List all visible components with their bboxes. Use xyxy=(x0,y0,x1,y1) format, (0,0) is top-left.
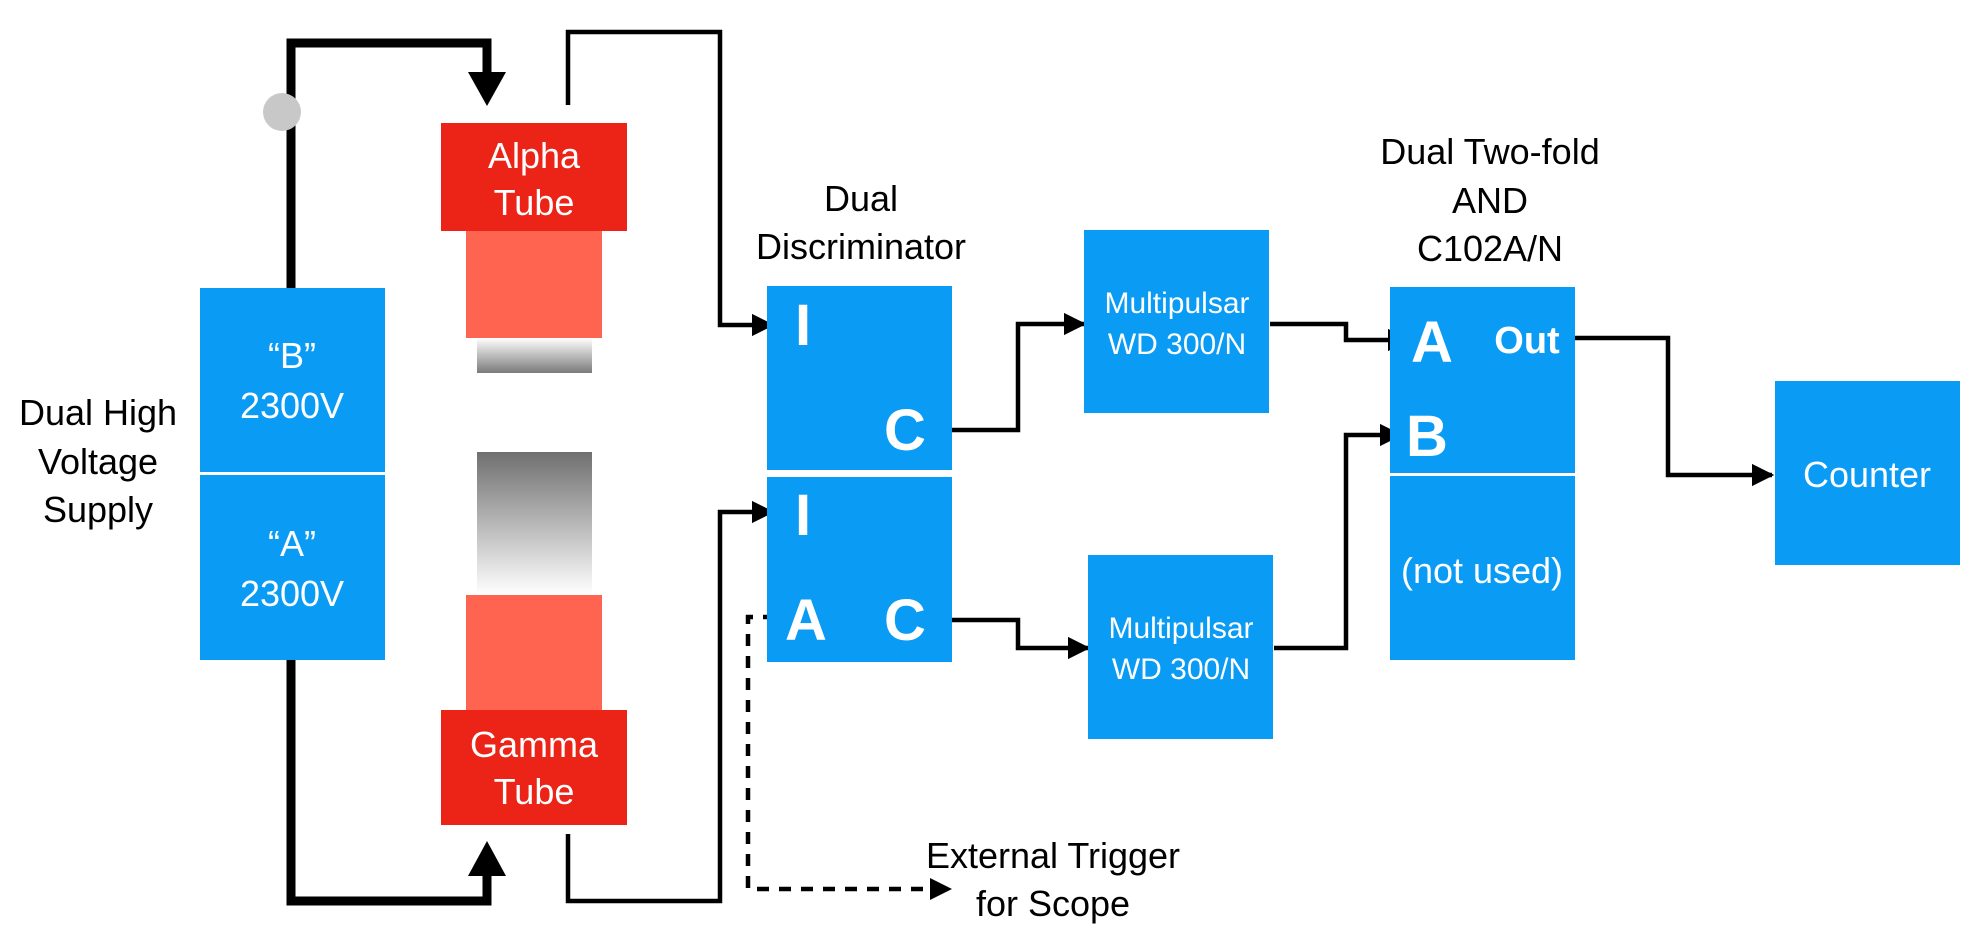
gamma-tube-window xyxy=(477,452,592,595)
alpha-tube-label-2: Tube xyxy=(494,182,575,223)
discriminator-module: I C I A C xyxy=(767,286,952,662)
and-input-b-label: B xyxy=(1406,404,1448,469)
disc-lower-input-label: I xyxy=(795,483,811,548)
and-title-line-1: Dual Two-fold xyxy=(1380,131,1599,172)
gamma-tube-label-2: Tube xyxy=(494,771,575,812)
hv-b-to-alpha-arrowhead xyxy=(468,72,506,106)
hv-label-line-2: Voltage xyxy=(38,441,158,482)
disc-lower-to-mp2-wire xyxy=(938,617,1091,660)
discriminator-title-line-1: Dual xyxy=(824,178,898,219)
and-unit-title: Dual Two-fold AND C102A/N xyxy=(1380,131,1599,269)
gamma-tube-label-1: Gamma xyxy=(470,724,599,765)
mp2-to-and-b-wire xyxy=(1274,423,1403,651)
alpha-tube-window xyxy=(477,338,592,373)
hv-channel-a-name: “A” xyxy=(268,523,316,564)
trigger-label-line-1: External Trigger xyxy=(926,835,1180,876)
and-unused-label: (not used) xyxy=(1401,550,1563,591)
and-output-label: Out xyxy=(1494,320,1560,362)
hv-a-to-gamma-wire xyxy=(286,660,492,906)
multipulsar-1-block xyxy=(1084,230,1269,413)
multipulsar-2: Multipulsar WD 300/N xyxy=(1088,555,1273,739)
multipulsar-2-label-1: Multipulsar xyxy=(1108,612,1253,645)
gamma-tube: Gamma Tube xyxy=(441,452,627,825)
disc-lower-output-label: C xyxy=(884,588,926,653)
hv-label-line-1: Dual High xyxy=(19,392,177,433)
alpha-signal-wire xyxy=(565,29,775,337)
alpha-tube: Alpha Tube xyxy=(441,123,627,373)
hv-b-to-alpha-wire xyxy=(286,38,492,288)
and-title-line-2: AND xyxy=(1452,180,1528,221)
discriminator-upper-channel xyxy=(767,286,952,470)
gamma-tube-head xyxy=(441,710,627,825)
hv-channel-b-name: “B” xyxy=(268,335,316,376)
discriminator-title-line-2: Discriminator xyxy=(756,226,966,267)
hv-supply-module: “B” 2300V “A” 2300V xyxy=(200,288,385,660)
discriminator-lower-channel xyxy=(767,477,952,662)
hv-a-to-gamma-arrowhead xyxy=(468,841,506,876)
disc-lower-aux-label: A xyxy=(785,588,827,653)
hv-channel-a-block xyxy=(200,475,385,660)
multipulsar-1-label-1: Multipulsar xyxy=(1104,287,1249,320)
alpha-tube-label-1: Alpha xyxy=(488,135,581,176)
multipulsar-2-label-2: WD 300/N xyxy=(1112,653,1250,686)
gamma-tube-body xyxy=(466,595,602,710)
and-unit-module: A B Out (not used) xyxy=(1390,287,1575,660)
hv-supply-label: Dual High Voltage Supply xyxy=(19,392,177,530)
and-title-line-3: C102A/N xyxy=(1417,228,1563,269)
counter-block xyxy=(1775,381,1960,565)
disc-upper-output-label: C xyxy=(884,398,926,463)
and-upper-section xyxy=(1390,287,1575,473)
discriminator-title: Dual Discriminator xyxy=(756,178,966,267)
hv-label-line-3: Supply xyxy=(43,489,153,530)
alpha-tube-head xyxy=(441,123,627,231)
hv-channel-b-voltage: 2300V xyxy=(240,385,344,426)
trigger-dashed-wire xyxy=(745,614,934,892)
hv-channel-b-block xyxy=(200,288,385,472)
trigger-arrowhead xyxy=(930,878,952,900)
multipulsar-2-block xyxy=(1088,555,1273,739)
grey-dot-marker xyxy=(263,93,301,131)
external-trigger-label: External Trigger for Scope xyxy=(926,835,1180,924)
gamma-signal-wire xyxy=(565,500,775,904)
disc-upper-input-label: I xyxy=(795,293,811,358)
multipulsar-1-label-2: WD 300/N xyxy=(1108,328,1246,361)
multipulsar-1: Multipulsar WD 300/N xyxy=(1084,230,1269,413)
alpha-tube-body xyxy=(466,231,602,338)
counter-module: Counter xyxy=(1775,381,1960,565)
hv-channel-a-voltage: 2300V xyxy=(240,573,344,614)
and-lower-section xyxy=(1390,476,1575,660)
and-input-a-label: A xyxy=(1411,310,1453,375)
mp1-to-and-a-wire xyxy=(1270,321,1411,352)
and-out-to-counter-wire xyxy=(1572,335,1775,487)
trigger-label-line-2: for Scope xyxy=(976,883,1130,924)
counter-label: Counter xyxy=(1803,454,1931,495)
disc-upper-to-mp1-wire xyxy=(938,312,1087,433)
